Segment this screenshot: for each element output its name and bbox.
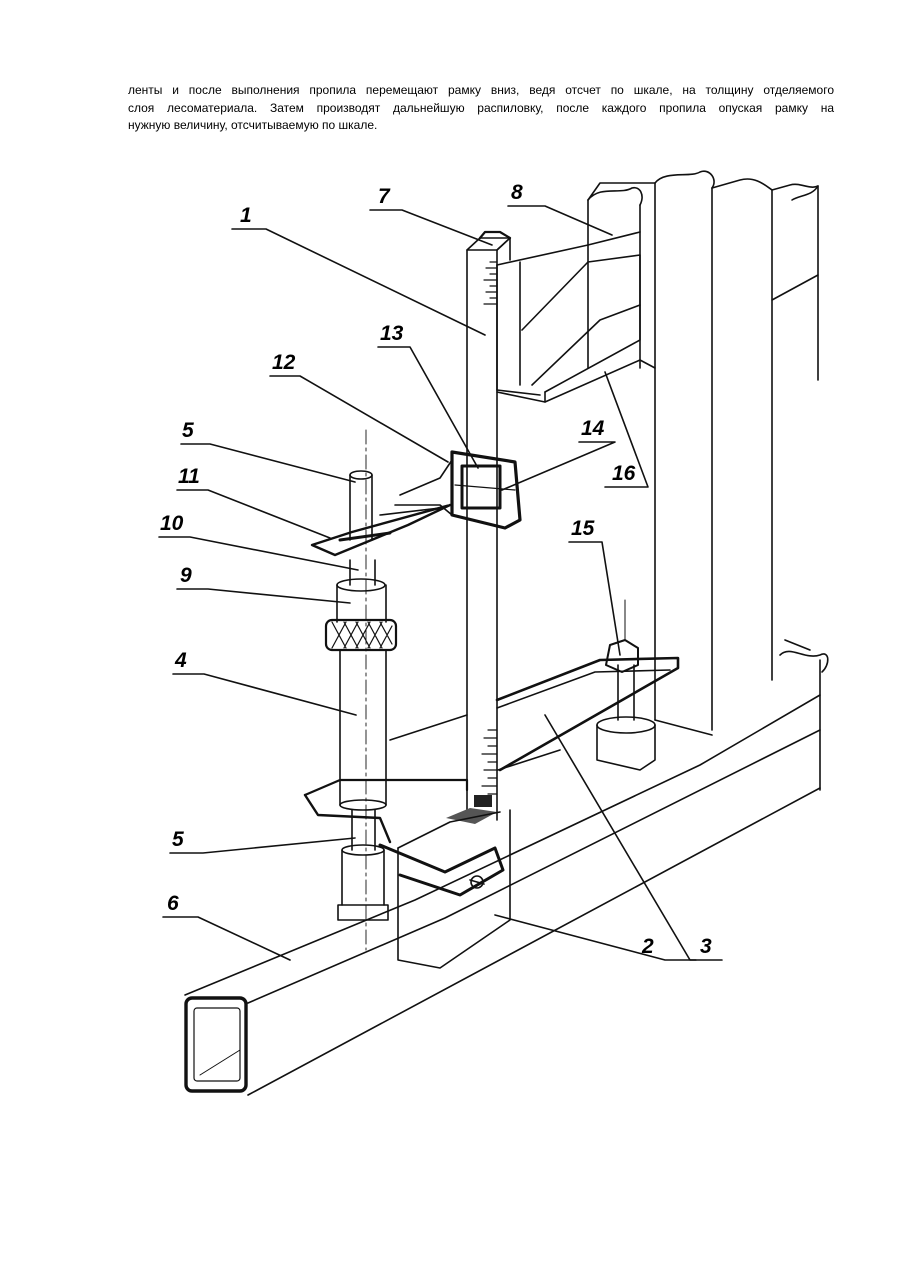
vertical-posts (588, 171, 818, 735)
base-beam (185, 640, 828, 1095)
label-2: 2 (641, 935, 654, 958)
label-11: 11 (178, 465, 200, 488)
part-labels: 1 2 3 4 5 5 6 7 8 9 10 11 12 13 14 15 16 (160, 181, 712, 958)
label-5-top: 5 (182, 419, 194, 442)
label-8: 8 (511, 181, 523, 204)
lower-bracket (305, 600, 678, 968)
label-5-bottom: 5 (172, 828, 184, 851)
clamp-assembly (380, 452, 520, 528)
label-15: 15 (571, 517, 595, 540)
label-13: 13 (380, 322, 404, 345)
left-rod-assembly (312, 430, 450, 950)
label-16: 16 (612, 462, 636, 485)
label-6: 6 (167, 892, 179, 915)
label-9: 9 (180, 564, 192, 587)
label-1: 1 (240, 204, 252, 227)
top-bracket (497, 232, 655, 402)
label-10: 10 (160, 512, 184, 535)
label-12: 12 (272, 351, 296, 374)
label-4: 4 (174, 649, 187, 672)
label-7: 7 (378, 185, 391, 208)
leader-lines (159, 206, 722, 960)
label-3: 3 (700, 935, 712, 958)
label-14: 14 (581, 417, 605, 440)
